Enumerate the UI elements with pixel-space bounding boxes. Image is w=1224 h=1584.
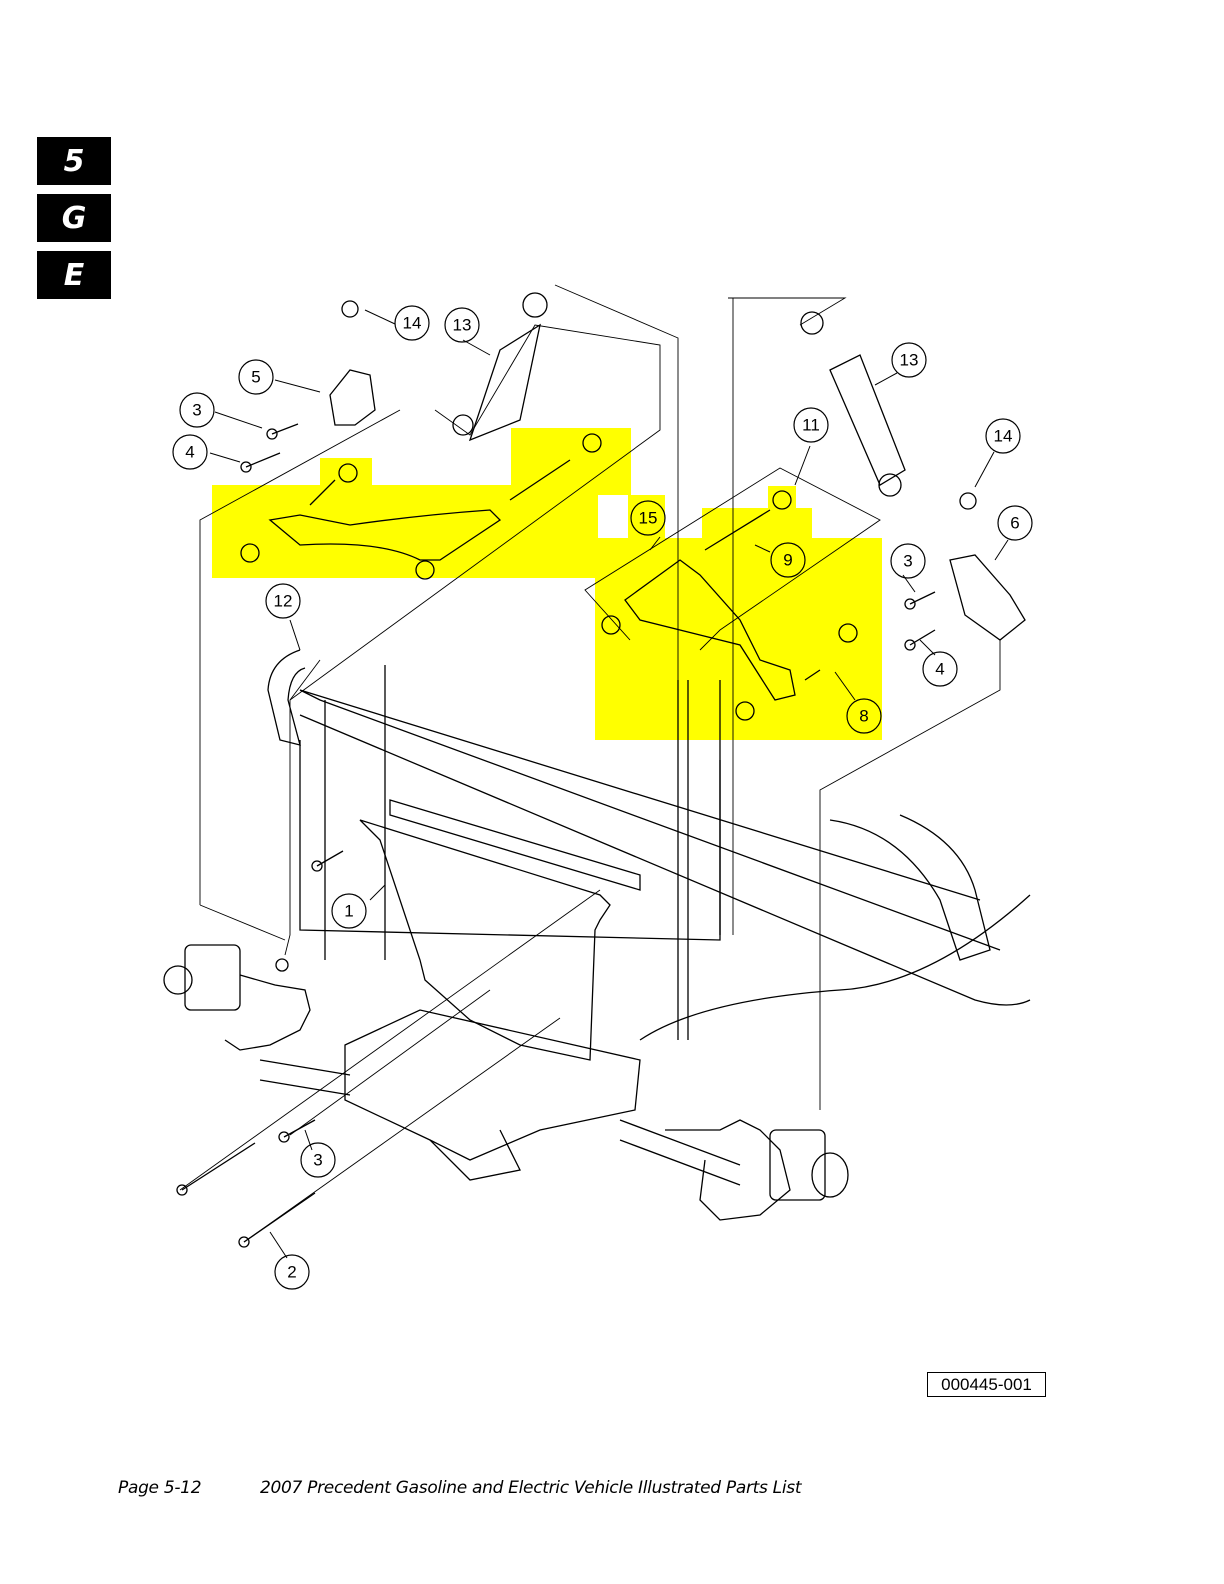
callout-9: 9 (770, 542, 806, 578)
callout-15: 15 (630, 500, 666, 536)
left-shock (468, 323, 541, 442)
callout-number: 13 (900, 351, 919, 370)
callout-number: 13 (453, 316, 472, 335)
callout-circle (985, 418, 1021, 454)
callout-circle (770, 542, 806, 578)
callout-13: 13 (444, 307, 480, 343)
callout-14: 14 (985, 418, 1021, 454)
left-shock-mount (329, 369, 376, 426)
callout-8: 8 (846, 698, 882, 734)
callout-circle (846, 698, 882, 734)
callout-circle (891, 342, 927, 378)
bolt-3-right (909, 591, 936, 605)
frame-lower (639, 894, 1031, 1041)
callout-4: 4 (922, 651, 958, 687)
callout-number: 12 (274, 592, 293, 611)
callout-circle (274, 1254, 310, 1290)
line-art (163, 292, 1031, 1248)
right-shock (829, 354, 906, 486)
callout-number: 11 (802, 416, 820, 435)
callout-number: 3 (313, 1151, 322, 1170)
callout-circle (630, 500, 666, 536)
bumper-12 (267, 649, 306, 746)
callout-circle (179, 392, 215, 428)
callout-circle (265, 583, 301, 619)
callout-circle (444, 307, 480, 343)
left-a-arm (268, 509, 502, 561)
leader-lines (209, 309, 1009, 1259)
callout-11: 11 (793, 407, 829, 443)
frame-rail-curve (829, 814, 991, 961)
callout-5: 5 (238, 359, 274, 395)
section-tab-5[interactable]: 5 (37, 137, 111, 185)
callout-2: 2 (274, 1254, 310, 1290)
crossmember (344, 1009, 641, 1161)
callout-number: 14 (403, 314, 422, 333)
left-hub-flange (184, 944, 241, 1011)
right-a-arm (624, 559, 796, 701)
section-tab-g[interactable]: G (37, 194, 111, 242)
callout-circle (997, 505, 1033, 541)
callout-circle (793, 407, 829, 443)
callout-circle (172, 434, 208, 470)
right-shock-mount (949, 554, 1026, 641)
callout-number: 5 (251, 368, 260, 387)
callout-number: 4 (935, 660, 944, 679)
figure-id-label: 000445-001 (927, 1372, 1046, 1397)
callout-circle (238, 359, 274, 395)
callout-circle (300, 1142, 336, 1178)
guide-lines (179, 284, 1001, 1243)
bolt-long-upper (181, 1142, 256, 1191)
callout-4: 4 (172, 434, 208, 470)
callout-number: 3 (192, 401, 201, 420)
footer-document-title: 2007 Precedent Gasoline and Electric Veh… (260, 1478, 802, 1498)
bolt-4-left (245, 452, 281, 468)
front-axle (259, 1059, 741, 1186)
callout-number: 6 (1010, 514, 1019, 533)
callout-number: 2 (287, 1263, 296, 1282)
callout-3: 3 (300, 1142, 336, 1178)
callout-circle (394, 305, 430, 341)
callout-number: 1 (344, 902, 353, 921)
callout-number: 14 (994, 427, 1013, 446)
callout-14: 14 (394, 305, 430, 341)
callout-circle (331, 893, 367, 929)
callout-3: 3 (890, 543, 926, 579)
callout-number: 4 (185, 443, 194, 462)
callout-number: 9 (783, 551, 792, 570)
callout-number: 3 (903, 552, 912, 571)
callout-6: 6 (997, 505, 1033, 541)
callout-3: 3 (179, 392, 215, 428)
callout-number: 8 (859, 707, 868, 726)
right-hub-flange (769, 1129, 826, 1201)
callout-13: 13 (891, 342, 927, 378)
frame-rail (299, 689, 1031, 1006)
highlight-left-a-arm (212, 428, 631, 578)
mount-plate (359, 819, 611, 1061)
callout-number: 15 (639, 509, 658, 528)
callout-circle (922, 651, 958, 687)
section-tab-e[interactable]: E (37, 251, 111, 299)
callout-circle (890, 543, 926, 579)
callout-1: 1 (331, 893, 367, 929)
footer-page-number: Page 5-12 (118, 1478, 202, 1498)
bolt-3-left (271, 423, 299, 435)
callout-12: 12 (265, 583, 301, 619)
right-spindle (665, 1119, 791, 1221)
